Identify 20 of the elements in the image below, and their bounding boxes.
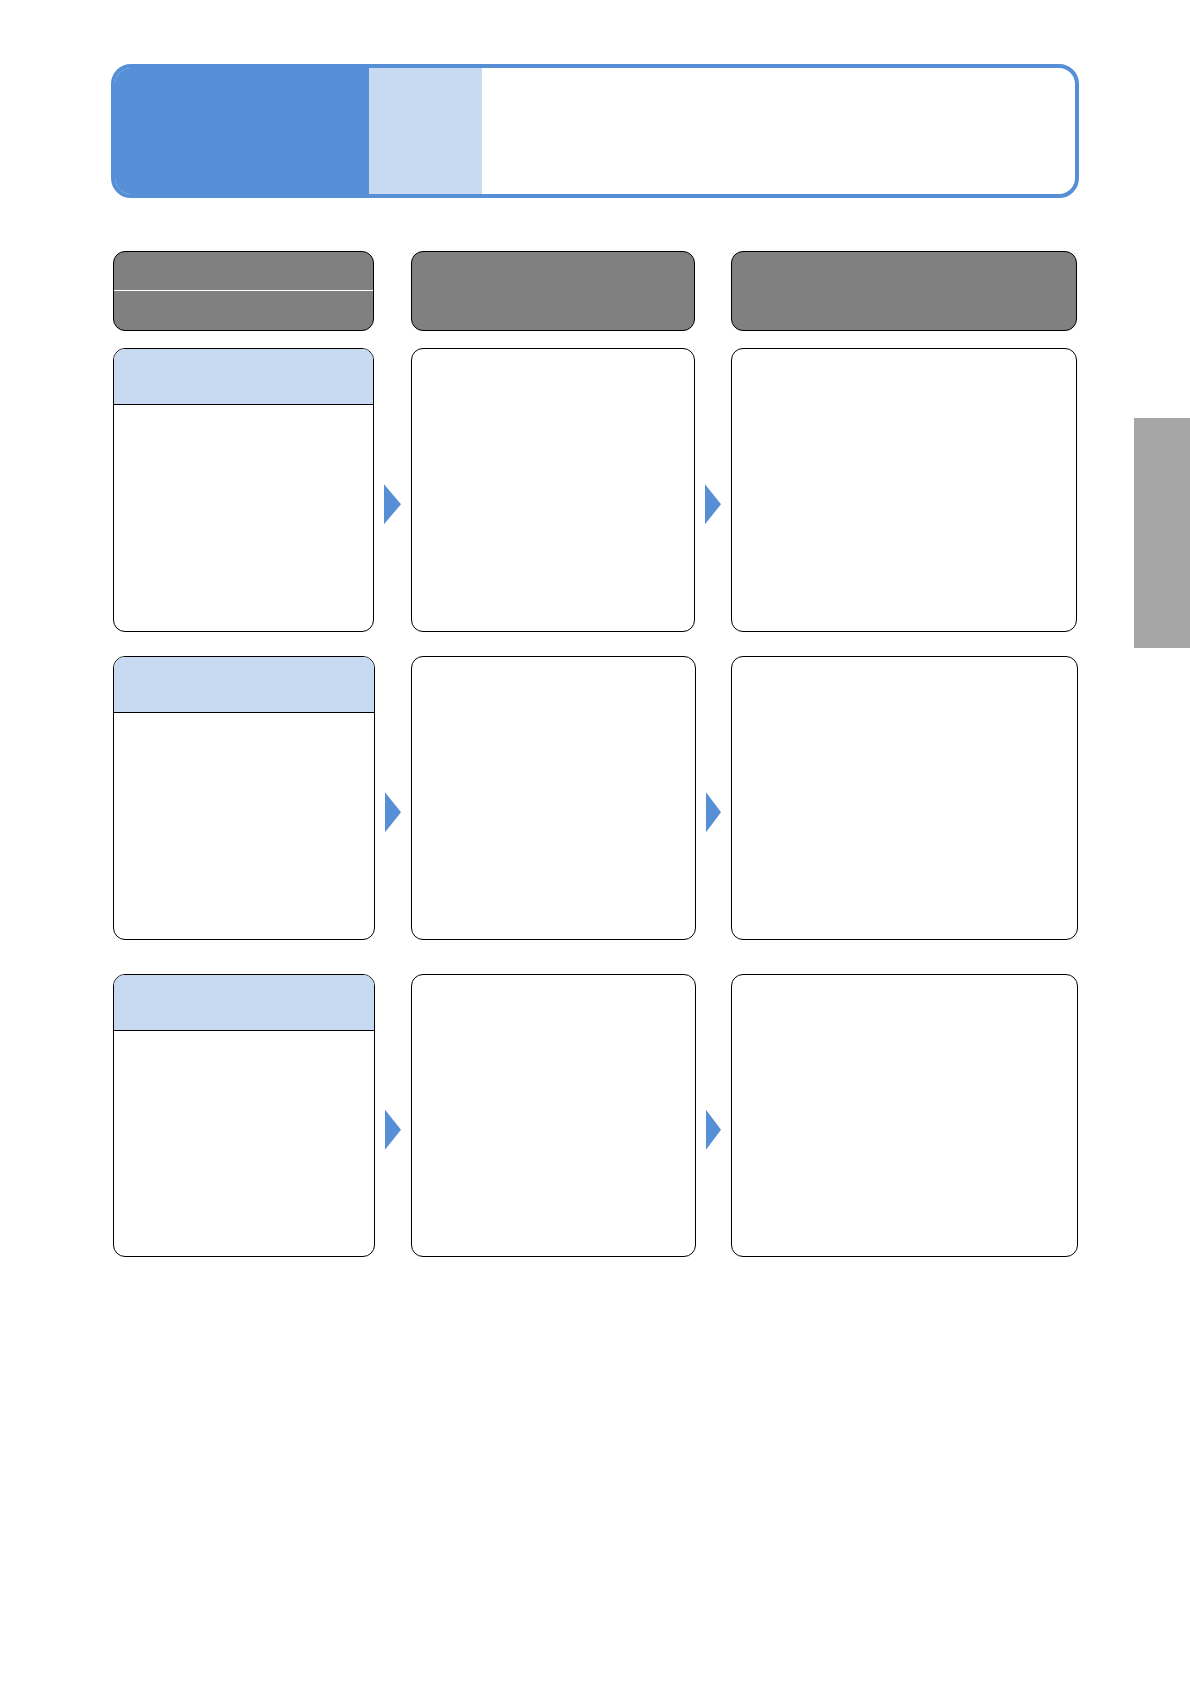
column-header bbox=[411, 251, 695, 331]
side-tab bbox=[1134, 418, 1190, 648]
title-banner bbox=[111, 64, 1079, 198]
arrow bbox=[385, 1109, 401, 1150]
panel-box bbox=[411, 656, 696, 940]
arrow bbox=[705, 484, 721, 525]
panel-box bbox=[731, 974, 1078, 1257]
panel-box bbox=[731, 348, 1077, 632]
column-header bbox=[113, 251, 374, 331]
panel-box bbox=[411, 348, 695, 632]
panel-box bbox=[411, 974, 696, 1257]
panel-box bbox=[731, 656, 1078, 940]
step-card bbox=[113, 348, 374, 632]
arrow bbox=[706, 792, 721, 833]
arrow bbox=[384, 484, 401, 525]
arrow bbox=[385, 792, 401, 833]
step-card bbox=[113, 974, 375, 1257]
step-card bbox=[113, 656, 375, 940]
arrow bbox=[706, 1109, 721, 1150]
column-header bbox=[731, 251, 1077, 331]
